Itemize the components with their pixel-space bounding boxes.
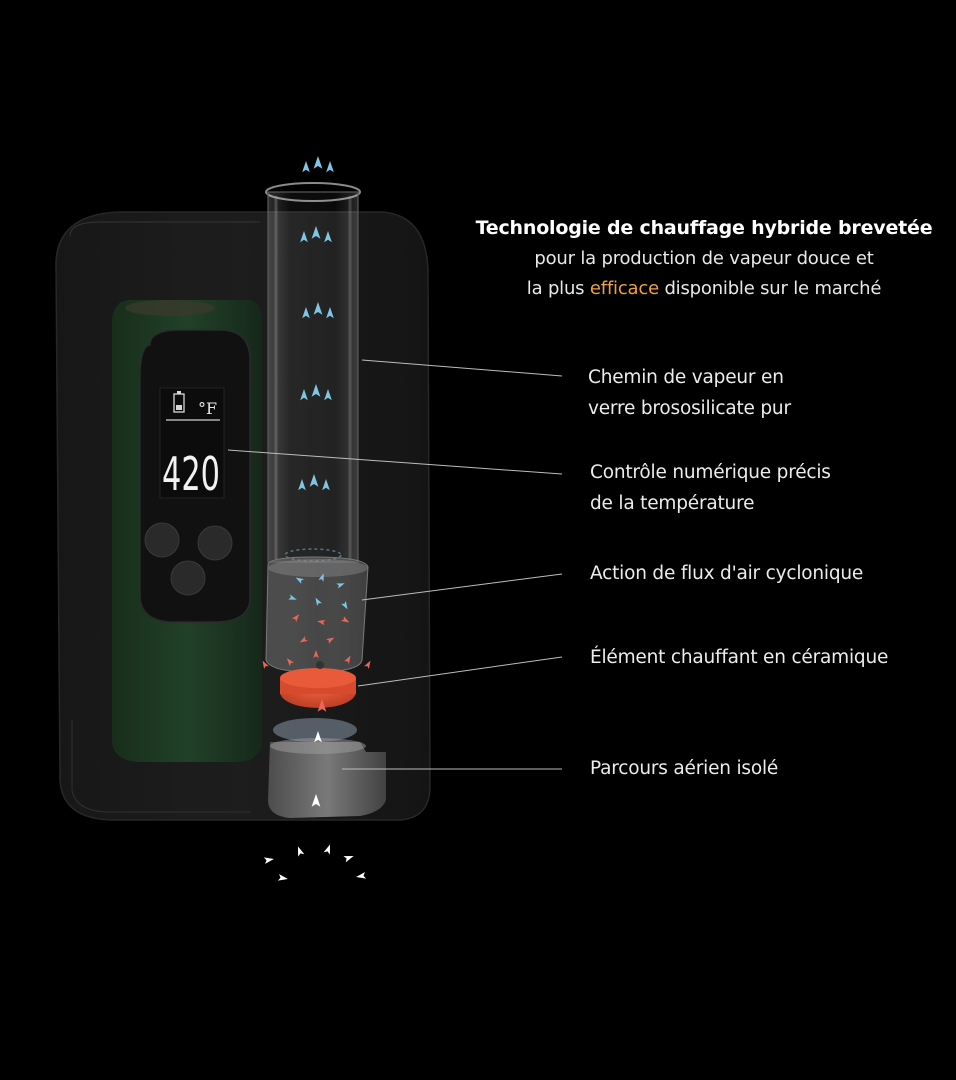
- callout-temperature-line1: Contrôle numérique précis: [590, 462, 831, 483]
- hot-arrow-icon: [326, 637, 335, 644]
- air-arrow-icon: [311, 794, 321, 807]
- swirl-arrow-icon: [295, 577, 304, 584]
- hot-arrow-icon: [291, 614, 300, 623]
- callout-ceramic-heater: Élément chauffant en céramique: [590, 642, 888, 673]
- callout-line-glass: [361, 359, 563, 377]
- vapor-arrow-icon: [311, 226, 321, 239]
- callout-air-path-line1: Parcours aérien isolé: [590, 758, 779, 779]
- callout-glass-line1: Chemin de vapeur en: [588, 367, 784, 388]
- callout-glass-path: Chemin de vapeur en verre brososilicate …: [588, 362, 791, 424]
- hot-arrow-icon: [341, 616, 350, 623]
- callout-line-heater: [357, 656, 563, 687]
- display-temperature: 420: [162, 447, 220, 501]
- vapor-arrow-icon: [324, 231, 332, 243]
- callout-glass-line2: verre brososilicate pur: [588, 398, 791, 419]
- vapor-arrow-icon: [311, 384, 321, 397]
- vapor-arrow-icon: [300, 389, 308, 401]
- headline-line-3: la plus efficace disponible sur le march…: [440, 274, 956, 304]
- vapor-arrow-icon: [313, 302, 323, 315]
- headline-block: Technologie de chauffage hybride breveté…: [440, 212, 956, 304]
- headline-line-3-start: la plus: [526, 278, 590, 299]
- vapor-arrow-icon: [298, 479, 306, 491]
- callout-temperature-line2: de la température: [590, 493, 755, 514]
- intake-arrow-icon: [343, 855, 354, 863]
- intake-arrow-icon: [263, 857, 274, 864]
- callout-lines: [227, 359, 563, 770]
- display-unit: °F: [198, 399, 217, 418]
- swirl-arrow-icon: [315, 597, 322, 606]
- button-left-icon: [144, 522, 180, 558]
- vapor-arrow-icon: [322, 479, 330, 491]
- airflow-arrows: [262, 156, 371, 881]
- headline-title: Technologie de chauffage hybride breveté…: [475, 217, 933, 239]
- airflow-chamber: [265, 556, 369, 673]
- vapor-arrow-icon: [326, 161, 334, 173]
- callout-line-cyclonic: [361, 573, 563, 601]
- vapor-arrow-icon: [326, 307, 334, 319]
- control-buttons: [144, 522, 233, 596]
- hot-arrow-icon: [286, 658, 295, 667]
- callout-isolated-air-path: Parcours aérien isolé: [590, 753, 778, 784]
- vapor-arrow-icon: [302, 307, 310, 319]
- callout-temperature-control: Contrôle numérique précis de la températ…: [590, 457, 831, 519]
- glass-vapor-path: [265, 182, 361, 563]
- hot-arrow-icon: [299, 636, 308, 643]
- headline-line-2: pour la production de vapeur douce et: [534, 248, 874, 269]
- vapor-arrow-icon: [302, 161, 310, 173]
- swirl-arrow-icon: [341, 601, 348, 610]
- ceramic-heater: [280, 661, 356, 708]
- intake-arrow-icon: [297, 846, 305, 857]
- air-arrow-icon: [314, 731, 322, 743]
- battery-icon: [173, 391, 185, 413]
- button-right-icon: [197, 525, 233, 561]
- vapor-arrow-icon: [309, 474, 319, 487]
- swirl-arrow-icon: [318, 573, 324, 582]
- button-bottom-icon: [170, 560, 206, 596]
- isolated-air-path: [268, 718, 386, 818]
- callout-cyclonic-airflow: Action de flux d'air cyclonique: [590, 558, 863, 589]
- hot-arrow-icon: [364, 660, 371, 669]
- hot-arrow-icon: [344, 655, 351, 664]
- hot-arrow-icon: [317, 699, 327, 712]
- swirl-arrow-icon: [288, 594, 297, 600]
- callout-cyclonic-line1: Action de flux d'air cyclonique: [590, 563, 864, 584]
- vapor-arrow-icon: [324, 389, 332, 401]
- swirl-arrow-icon: [336, 583, 345, 589]
- hot-arrow-icon: [317, 619, 326, 626]
- headline-accent-word: efficace: [589, 278, 659, 299]
- intake-arrow-icon: [356, 872, 367, 879]
- callout-heater-line1: Élément chauffant en céramique: [590, 647, 889, 668]
- intake-arrow-icon: [277, 874, 288, 881]
- intake-arrow-icon: [323, 844, 331, 855]
- headline-line-3-end: disponible sur le marché: [658, 278, 882, 299]
- vapor-arrow-icon: [300, 231, 308, 243]
- vapor-arrow-icon: [313, 156, 323, 169]
- callout-line-display: [227, 449, 563, 475]
- hot-arrow-icon: [262, 660, 269, 669]
- hot-arrow-icon: [313, 650, 319, 658]
